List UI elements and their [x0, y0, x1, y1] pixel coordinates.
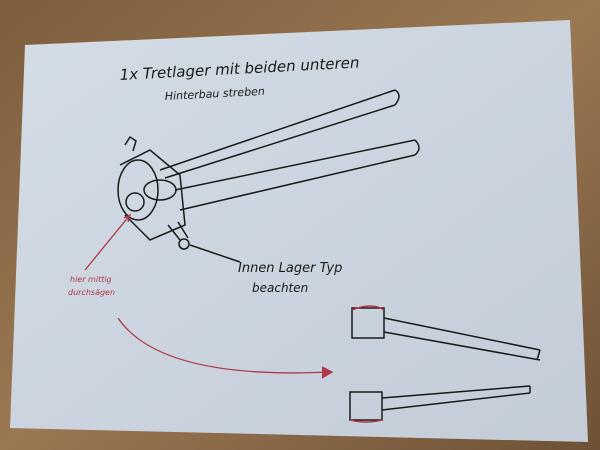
bottom-bracket-drawing: [117, 89, 420, 263]
cut-label-line-2: durchsägen: [68, 288, 115, 297]
cut-parts-drawing: [349, 305, 541, 423]
cut-label-line-1: hier mittig: [70, 275, 112, 284]
paper-sheet: [10, 20, 588, 442]
title-line-2: Hinterbau streben: [164, 85, 265, 103]
bearing-label-line-2: beachten: [252, 281, 308, 295]
red-annotations: [84, 213, 334, 379]
bearing-label-line-1: Innen Lager Typ: [238, 261, 342, 276]
